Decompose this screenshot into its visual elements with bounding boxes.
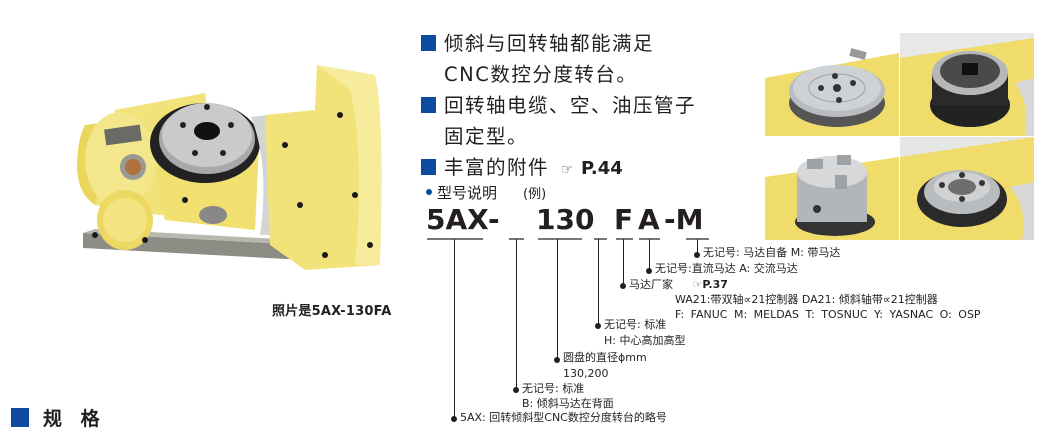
note-diameter-values: 130,200 <box>563 367 609 380</box>
model-heading: 型号说明(例) <box>426 182 546 203</box>
round-bullet-icon <box>426 188 432 195</box>
code-dash: - <box>488 203 500 236</box>
feature-item: 丰富的附件 ☞ P.44 <box>420 152 696 186</box>
underline <box>639 238 660 240</box>
square-bullet-icon <box>11 408 29 427</box>
code-a: A <box>638 203 660 236</box>
option-photo-hydraulic-chuck <box>900 137 1034 240</box>
section-heading-specs: 规 格 <box>11 404 106 431</box>
connector-line <box>649 239 651 271</box>
note-height-std: 无记号: 标准 <box>604 318 667 331</box>
underline <box>594 238 607 240</box>
connector-line <box>557 239 559 359</box>
note-motor-type: 无记号:直流马达 A: 交流马达 <box>655 262 798 275</box>
product-photo <box>55 55 385 285</box>
note-motor-back: B: 倾斜马达在背面 <box>522 397 614 410</box>
note-motor-option: 无记号: 马达自备 M: 带马达 <box>703 246 841 259</box>
note-dot-icon <box>554 357 560 363</box>
square-bullet-icon <box>421 97 436 113</box>
option-photo-three-jaw-chuck <box>765 137 899 240</box>
square-bullet-icon <box>421 159 436 175</box>
note-motor-maker: 马达厂家 ☞P.37 <box>629 278 728 291</box>
page-reference-link[interactable]: P.37 <box>702 278 728 291</box>
pointing-hand-icon: ☞ <box>692 278 703 291</box>
photo-caption: 照片是5AX-130FA <box>272 304 392 319</box>
rotary-table-image <box>77 65 382 270</box>
note-series: 5AX: 回转倾斜型CNC数控分度转台的略号 <box>460 411 667 424</box>
note-dot-icon <box>513 387 519 393</box>
connector-line <box>598 239 600 326</box>
connector-line <box>697 239 699 255</box>
code-m: -M <box>664 203 704 236</box>
note-controller: WA21:带双轴∝21控制器 DA21: 倾斜轴带∝21控制器 <box>675 293 938 306</box>
underline <box>616 238 633 240</box>
feature-list: 倾斜与回转轴都能满足 CNC数控分度转台。 回转轴电缆、空、油压管子 固定型。 … <box>420 28 696 186</box>
note-dot-icon <box>694 252 700 258</box>
underline <box>509 238 524 240</box>
connector-line <box>623 239 625 286</box>
option-photo-face-plate <box>765 33 899 136</box>
note-dot-icon <box>451 416 457 422</box>
note-height-h: H: 中心高加高型 <box>604 334 686 347</box>
note-dot-icon <box>595 323 601 329</box>
feature-item: 倾斜与回转轴都能满足 CNC数控分度转台。 <box>420 28 696 90</box>
feature-item: 回转轴电缆、空、油压管子 固定型。 <box>420 90 696 152</box>
code-5ax: 5AX <box>426 203 489 236</box>
connector-line <box>516 239 518 389</box>
note-dot-icon <box>620 283 626 289</box>
note-motor-std: 无记号: 标准 <box>522 382 585 395</box>
underline <box>538 238 582 240</box>
note-diameter: 圆盘的直径ϕmm <box>563 351 647 364</box>
note-maker-codes: F: FANUC M: MELDAS T: TOSNUC Y: YASNAC O… <box>675 308 981 321</box>
pointing-hand-icon: ☞ <box>560 162 574 178</box>
note-dot-icon <box>646 268 652 274</box>
page-reference-link[interactable]: P.44 <box>580 158 623 179</box>
underline <box>686 238 709 240</box>
code-130: 130 <box>536 203 595 236</box>
underline <box>427 238 483 240</box>
square-bullet-icon <box>421 35 436 51</box>
connector-line <box>454 239 456 419</box>
option-photo-collet-chuck <box>900 33 1034 136</box>
code-f: F <box>614 203 634 236</box>
